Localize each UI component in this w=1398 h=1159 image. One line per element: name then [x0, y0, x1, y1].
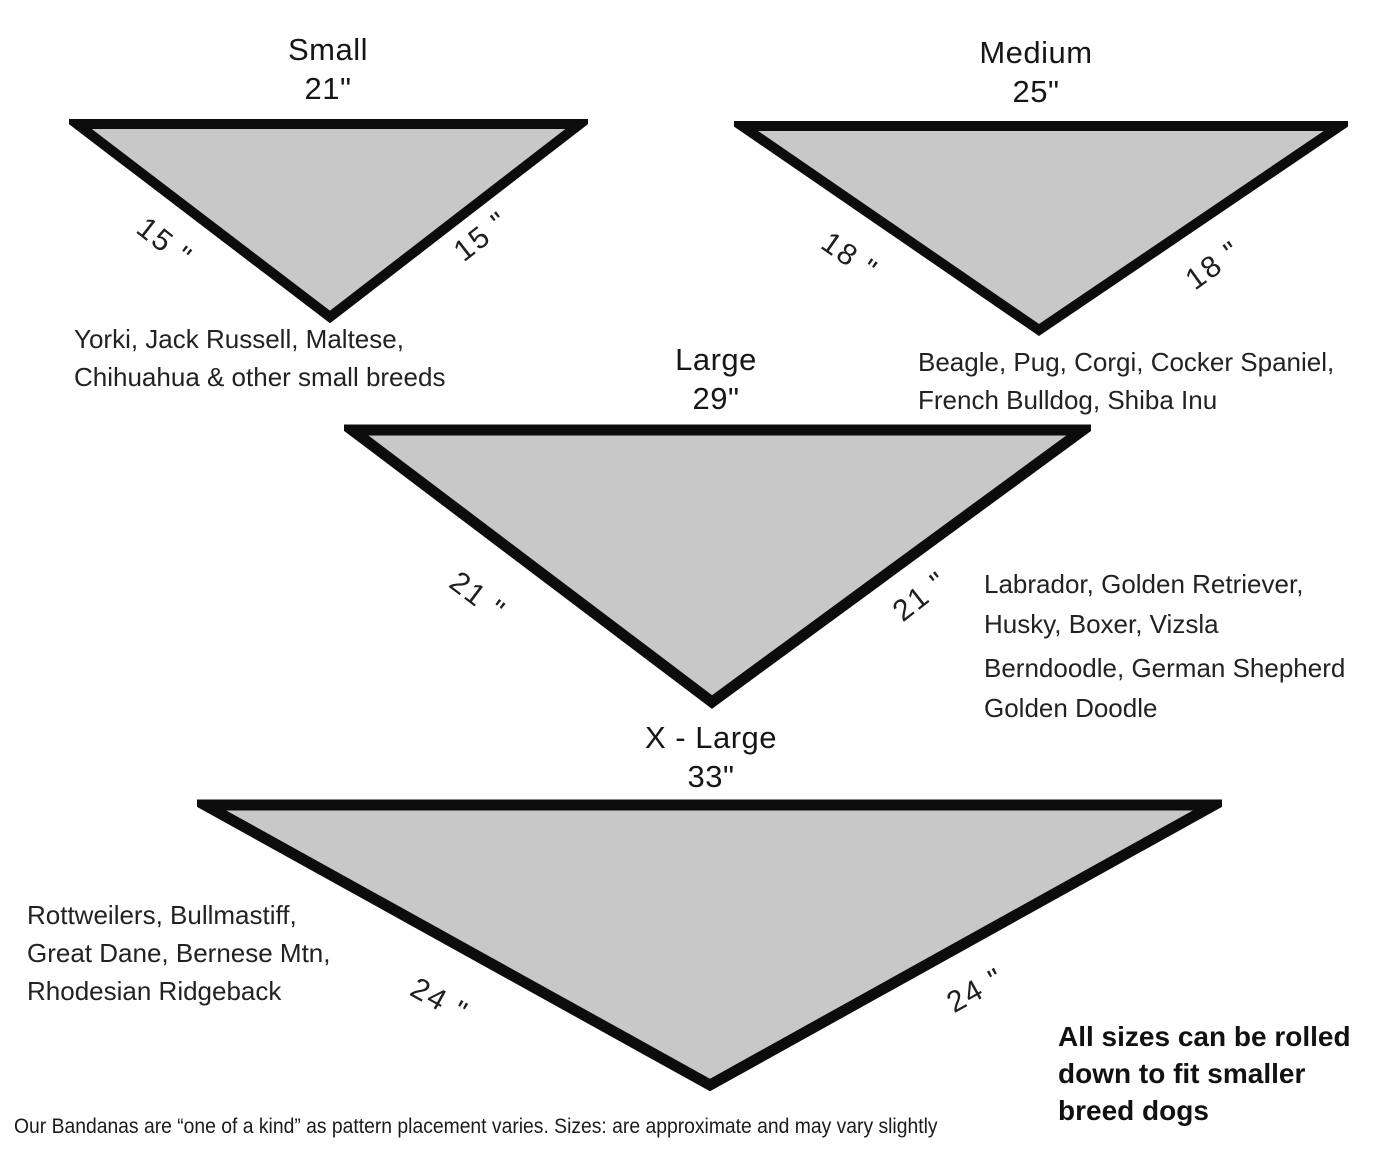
breed-list-xlarge: Rottweilers, Bullmastiff, Great Dane, Be…: [27, 896, 330, 1010]
breed-list-large: Labrador, Golden Retriever, Husky, Boxer…: [984, 564, 1345, 728]
size-name-medium: Medium: [979, 35, 1093, 70]
bandana-shape-large: [344, 424, 1091, 709]
breed-line: Chihuahua & other small breeds: [74, 362, 446, 392]
size-name-small: Small: [287, 32, 368, 67]
size-top-measure-large: 29": [692, 381, 740, 416]
size-top-measure-xlarge: 33": [687, 759, 735, 794]
breed-list-medium: Beagle, Pug, Corgi, Cocker Spaniel, Fren…: [918, 343, 1334, 419]
triangle-xlarge: [197, 799, 1222, 1092]
triangle-small: [69, 119, 588, 324]
size-name-large: Large: [675, 342, 757, 377]
breed-line: Husky, Boxer, Vizsla: [984, 609, 1219, 639]
bandana-shape-medium: [734, 121, 1348, 337]
bandana-shape-xlarge: [197, 799, 1222, 1092]
rolled-down-note: All sizes can be rolled down to fit smal…: [1058, 1018, 1351, 1129]
size-title-small: Small 21": [178, 30, 478, 108]
size-name-xlarge: X - Large: [644, 720, 777, 755]
breed-line: Berndoodle, German Shepherd: [984, 653, 1346, 683]
size-title-xlarge: X - Large 33": [561, 718, 861, 796]
breed-line: Yorki, Jack Russell, Maltese,: [74, 324, 404, 354]
footer-disclaimer: Our Bandanas are “one of a kind” as patt…: [14, 1115, 938, 1138]
breed-line: Golden Doodle: [984, 693, 1158, 723]
triangle-large: [344, 424, 1091, 709]
size-top-measure-small: 21": [304, 71, 352, 106]
breed-line: French Bulldog, Shiba Inu: [918, 385, 1218, 415]
breed-line: Rottweilers, Bullmastiff,: [27, 900, 297, 930]
breed-line: Great Dane, Bernese Mtn,: [27, 938, 331, 968]
breed-line: Beagle, Pug, Corgi, Cocker Spaniel,: [918, 347, 1335, 377]
triangle-medium: [734, 121, 1348, 337]
bandana-shape-small: [69, 119, 588, 324]
rolled-down-note-line: down to fit smaller: [1058, 1058, 1306, 1089]
size-title-large: Large 29": [566, 340, 866, 418]
rolled-down-note-line: All sizes can be rolled: [1058, 1021, 1351, 1052]
breed-line: Rhodesian Ridgeback: [27, 976, 282, 1006]
size-top-measure-medium: 25": [1012, 74, 1060, 109]
breed-line: Labrador, Golden Retriever,: [984, 569, 1304, 599]
size-title-medium: Medium 25": [886, 33, 1186, 111]
rolled-down-note-line: breed dogs: [1058, 1095, 1209, 1126]
breed-list-small: Yorki, Jack Russell, Maltese, Chihuahua …: [74, 320, 445, 396]
